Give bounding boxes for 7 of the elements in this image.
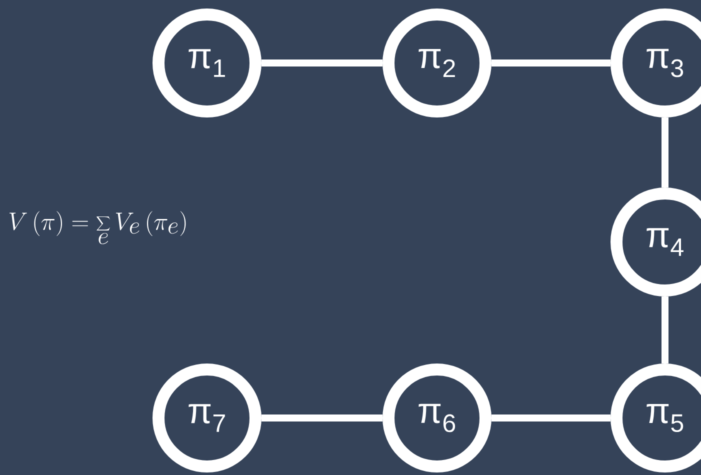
connector-line: [492, 60, 610, 66]
connector-line: [492, 414, 610, 422]
formula: $V\left(\pi\right)=\sum_{e} V_{e}\left(\pi_{e}\right)$: [10, 211, 186, 244]
connector-line: [262, 60, 382, 66]
connector-line: [662, 118, 668, 188]
connector-line: [262, 414, 382, 422]
connector-line: [662, 296, 668, 364]
